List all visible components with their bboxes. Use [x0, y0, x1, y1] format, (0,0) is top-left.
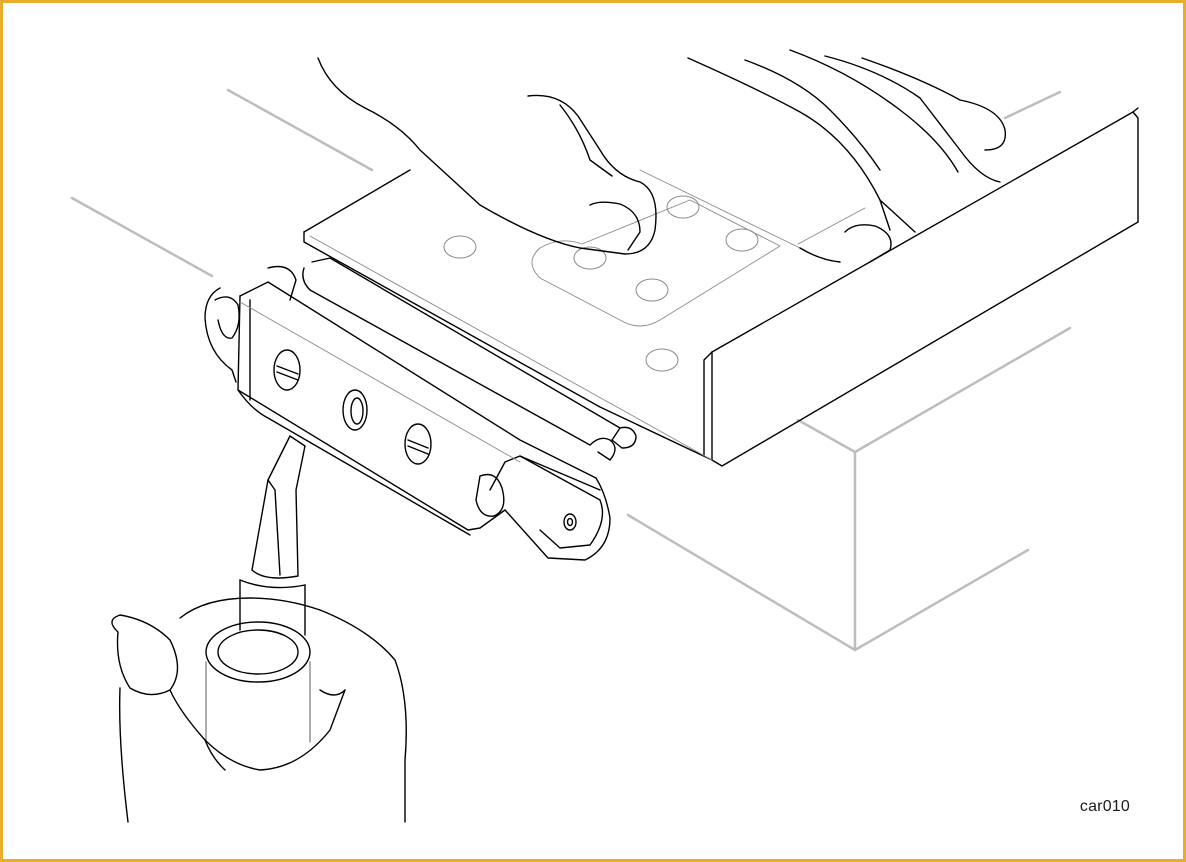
- hinge-bracket: [204, 257, 637, 561]
- door-holes: [443, 195, 759, 372]
- screwdriver: [205, 435, 311, 743]
- door-panel: [303, 111, 1139, 467]
- door-edge-detail: [1132, 107, 1139, 113]
- hand-holding-screwdriver: [111, 597, 407, 823]
- figure-id-label: car010: [1079, 798, 1130, 815]
- hand-on-door: [317, 49, 1007, 263]
- cabinet-outline: [70, 88, 1072, 652]
- hinge-screws: [273, 349, 432, 465]
